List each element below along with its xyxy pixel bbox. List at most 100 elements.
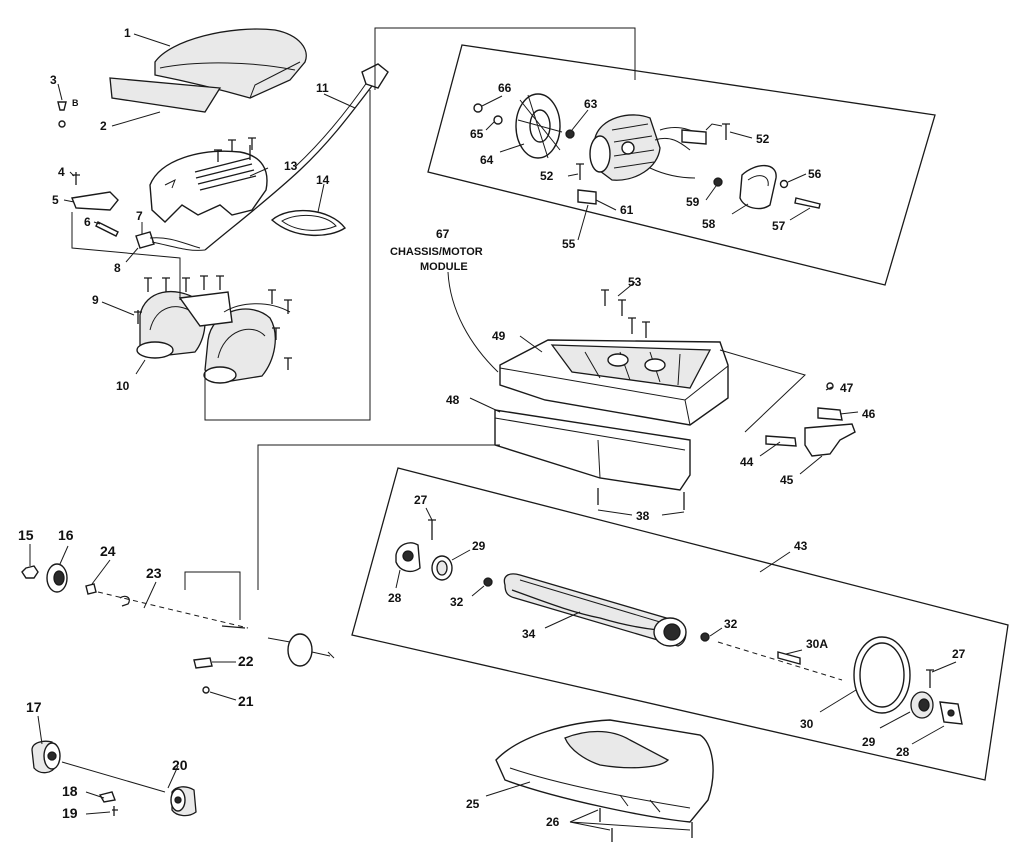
part-7-8-switch: [135, 231, 206, 251]
grille-screws: [214, 137, 256, 162]
part-28-end-cap-right: [939, 701, 963, 725]
hood-assembly: B: [57, 28, 389, 421]
callout-32b: 32: [724, 617, 738, 631]
part-16-wheel: [46, 563, 68, 593]
part-52-screw-b: [722, 123, 730, 140]
part-63-washer: [565, 129, 575, 139]
part-56-nut: [779, 179, 789, 189]
part-2-trim-strip: [109, 77, 222, 113]
chassis-motor-module: [427, 44, 936, 286]
part-13-grille: [149, 150, 268, 223]
callout-67: 67: [436, 227, 450, 241]
module-title-line2: MODULE: [420, 261, 468, 273]
callout-25: 25: [466, 797, 480, 811]
callout-30: 30: [800, 717, 814, 731]
callout-10: 10: [116, 379, 130, 393]
callout-8: 8: [114, 261, 121, 275]
part-61-brush: [577, 189, 597, 205]
part-20-roller: [170, 786, 197, 817]
part-32-washer-right: [700, 632, 710, 642]
callout-49: 49: [492, 329, 506, 343]
part-46-plate: [817, 407, 843, 421]
callout-3: 3: [50, 73, 57, 87]
callout-19: 19: [62, 805, 78, 821]
axle-wheel-right: [267, 633, 335, 667]
callout-55: 55: [562, 237, 576, 251]
callout-66: 66: [498, 81, 512, 95]
callout-29b: 29: [862, 735, 876, 749]
part-59-washer: [713, 177, 723, 187]
callout-57: 57: [772, 219, 786, 233]
callout-17: 17: [26, 699, 42, 715]
part-5-bracket: [71, 191, 119, 211]
part-23-axle: [97, 591, 249, 629]
callout-47: 47: [840, 381, 854, 395]
callout-29a: 29: [472, 539, 486, 553]
callout-22: 22: [238, 653, 254, 669]
callout-27a: 27: [414, 493, 428, 507]
part-14-gasket: [270, 209, 347, 236]
part-17-roller: [31, 740, 61, 774]
callout-43: 43: [794, 539, 808, 553]
part-22-clip: [193, 657, 213, 669]
callout-7: 7: [136, 209, 143, 223]
callout-26: 26: [546, 815, 560, 829]
callout-46: 46: [862, 407, 876, 421]
center-housing-bridge: [178, 291, 233, 327]
part-58-shroud: [739, 164, 777, 210]
part-29-bearing-left: [431, 555, 453, 581]
callout-65: 65: [470, 127, 484, 141]
callout-5: 5: [52, 193, 59, 207]
callout-14: 14: [316, 173, 330, 187]
callout-48: 48: [446, 393, 460, 407]
callout-56: 56: [808, 167, 822, 181]
part-3-screw: B: [57, 98, 79, 128]
callout-labels: 1 2 3 4 5 6 7 8 9 10 11 13 14 66 65 63 6…: [18, 26, 966, 829]
part-21-screw: [202, 686, 210, 694]
callout-27b: 27: [952, 647, 966, 661]
part-48-base-pan: [494, 409, 691, 491]
part-18-clip: [98, 791, 116, 803]
callout-32a: 32: [450, 595, 464, 609]
housing-screws: [134, 145, 292, 370]
callout-63: 63: [584, 97, 598, 111]
chassis-body: [494, 289, 729, 510]
connector-frame-top: [374, 27, 636, 90]
callout-44: 44: [740, 455, 754, 469]
part-10-housing-right: [203, 308, 276, 384]
callout-11: 11: [316, 81, 329, 95]
callout-28a: 28: [388, 591, 402, 605]
wheel-axle-assembly: [21, 563, 335, 817]
part-64-fan: [515, 93, 563, 159]
callout-1: 1: [124, 26, 131, 40]
svg-text:B: B: [72, 98, 79, 108]
callout-13: 13: [284, 159, 298, 173]
part-28-end-cap-left: [395, 542, 421, 573]
module-title-line1: CHASSIS/MOTOR: [390, 246, 483, 258]
part-19-pin: [112, 806, 118, 816]
callout-9: 9: [92, 293, 99, 307]
part-44-bracket: [765, 435, 797, 447]
part-57-bolt: [794, 197, 821, 209]
part-32-washer-left: [483, 577, 493, 587]
part-24-clip: [85, 583, 97, 595]
callout-15: 15: [18, 527, 34, 543]
part-34-brush-roll: [503, 573, 687, 647]
callout-34: 34: [522, 627, 536, 641]
callout-23: 23: [146, 565, 162, 581]
agitator-assembly: [351, 467, 1009, 781]
part-65-washer: [493, 115, 503, 125]
callout-52a: 52: [540, 169, 554, 183]
callout-24: 24: [100, 543, 116, 559]
callout-16: 16: [58, 527, 74, 543]
motor: [589, 114, 701, 181]
callout-64: 64: [480, 153, 494, 167]
callout-38: 38: [636, 509, 650, 523]
callout-45: 45: [780, 473, 794, 487]
agitator-frame: [351, 467, 1009, 781]
part-66-nut: [473, 103, 483, 113]
callout-4: 4: [58, 165, 65, 179]
part-29-bearing-right: [910, 691, 934, 719]
part-4-screw: [72, 172, 80, 185]
